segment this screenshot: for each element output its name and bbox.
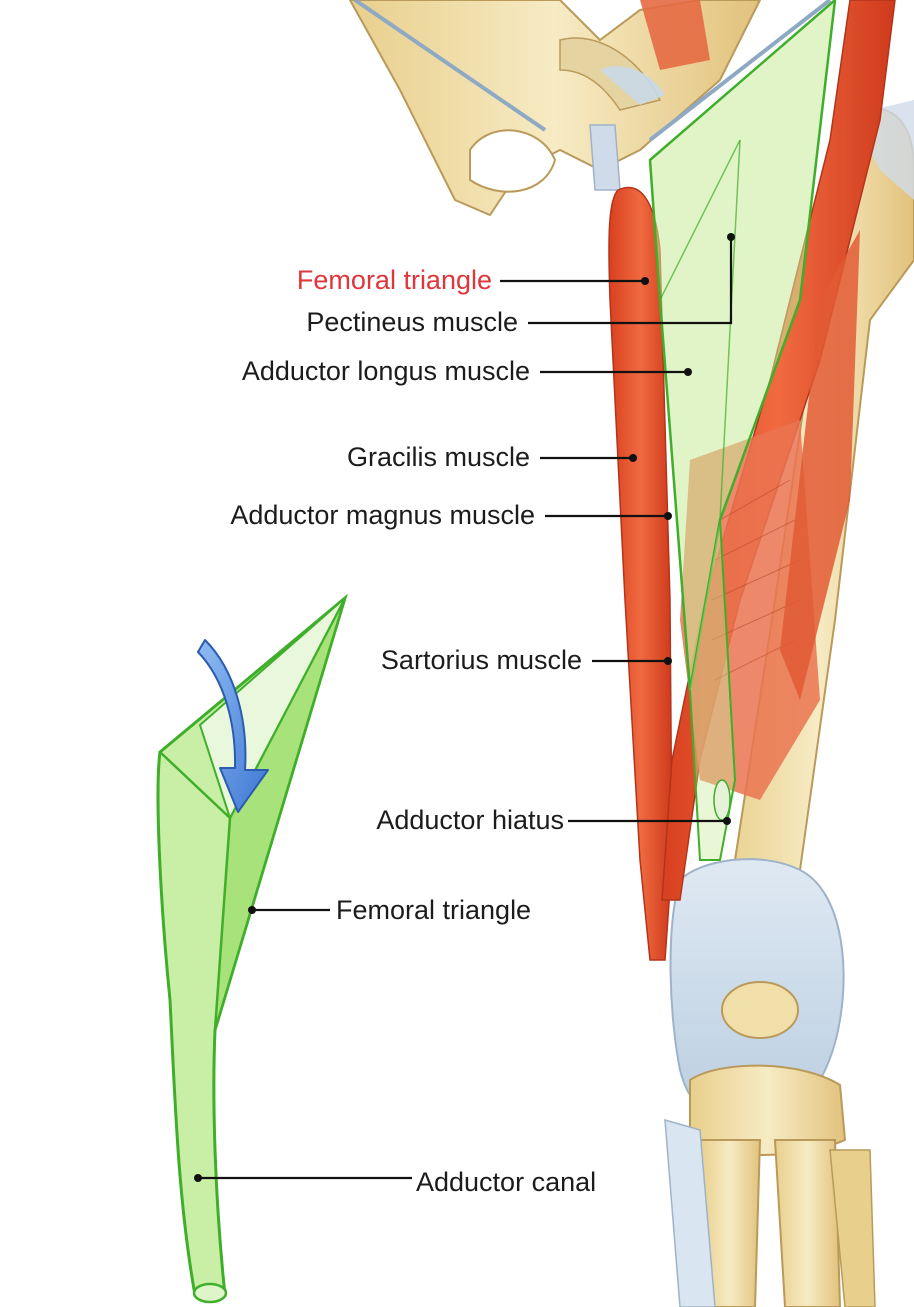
label-gracilis-muscle: Gracilis muscle [347,442,530,472]
knee [664,858,876,1307]
label-adductor-magnus-muscle: Adductor magnus muscle [230,500,535,530]
label-adductor-longus-muscle: Adductor longus muscle [242,356,530,386]
leader-pectineus [528,237,733,325]
label-femoral-triangle-bottom: Femoral triangle [336,895,531,925]
label-adductor-canal: Adductor canal [416,1167,596,1197]
label-pectineus-muscle: Pectineus muscle [306,307,518,337]
thigh-muscles [608,0,896,961]
arrow-down-curved-icon [197,639,269,813]
label-sartorius-muscle: Sartorius muscle [381,645,582,675]
leader-lines [194,233,735,1182]
pelvis [348,0,832,217]
canal-schematic [156,593,348,1304]
label-femoral-triangle-top: Femoral triangle [297,265,492,295]
labels: Femoral triangle Pectineus muscle Adduct… [230,265,596,1197]
label-adductor-hiatus: Adductor hiatus [376,805,564,835]
